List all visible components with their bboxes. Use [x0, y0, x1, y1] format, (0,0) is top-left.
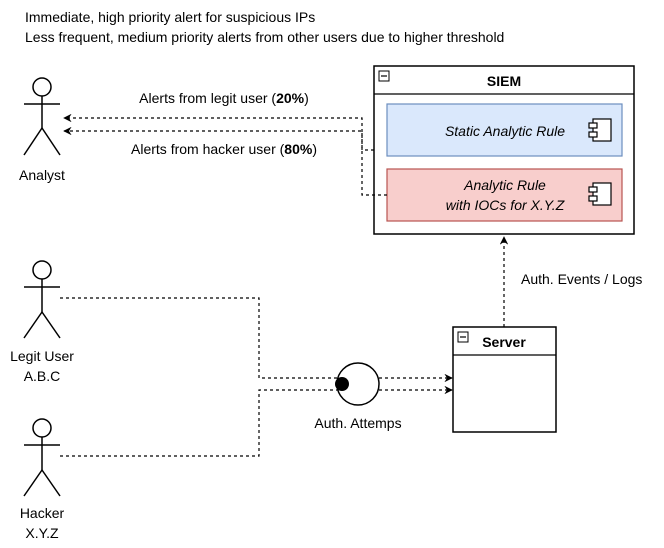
- header-line-2: Less frequent, medium priority alerts fr…: [25, 29, 504, 45]
- auth-attempts-label: Auth. Attemps: [314, 415, 401, 431]
- siem-collapse-icon[interactable]: [378, 70, 390, 82]
- stick-figure-icon: [23, 260, 61, 339]
- analyst-label: Analyst: [19, 167, 65, 183]
- legit-auth-edge[interactable]: [60, 297, 342, 379]
- stick-figure-icon: [23, 77, 61, 156]
- server-title: Server: [482, 334, 526, 350]
- hacker-name: Hacker: [20, 505, 65, 521]
- server-collapse-icon[interactable]: [457, 331, 469, 343]
- alert-legit-edge[interactable]: [63, 113, 374, 151]
- server-container[interactable]: Server: [452, 326, 557, 433]
- stick-figure-icon: [23, 418, 61, 497]
- hacker-actor[interactable]: Hacker X.Y.Z: [20, 418, 65, 541]
- static-rule-component[interactable]: Static Analytic Rule: [386, 103, 623, 157]
- lollipop-interface-icon[interactable]: [335, 362, 380, 406]
- legit-user-id: A.B.C: [24, 368, 61, 384]
- header-line-1: Immediate, high priority alert for suspi…: [25, 9, 315, 25]
- ioc-rule-component[interactable]: Analytic Rule with IOCs for X.Y.Z: [386, 168, 623, 222]
- auth-events-label: Auth. Events / Logs: [521, 271, 642, 287]
- component-icon: [588, 118, 612, 142]
- hacker-id: X.Y.Z: [25, 525, 59, 541]
- analyst-actor[interactable]: Analyst: [19, 77, 65, 183]
- legit-user-actor[interactable]: Legit User A.B.C: [10, 260, 74, 384]
- static-rule-label: Static Analytic Rule: [445, 123, 565, 139]
- siem-title: SIEM: [487, 73, 521, 89]
- component-icon: [588, 182, 612, 206]
- alert-hacker-label: Alerts from hacker user (80%): [131, 141, 317, 157]
- ioc-rule-label-line-2: with IOCs for X.Y.Z: [446, 197, 565, 213]
- alert-hacker-edge[interactable]: [63, 126, 387, 196]
- hacker-auth-edge[interactable]: [60, 389, 342, 457]
- ioc-rule-label-line-1: Analytic Rule: [463, 177, 546, 193]
- alert-legit-label: Alerts from legit user (20%): [139, 90, 309, 106]
- legit-user-name: Legit User: [10, 348, 74, 364]
